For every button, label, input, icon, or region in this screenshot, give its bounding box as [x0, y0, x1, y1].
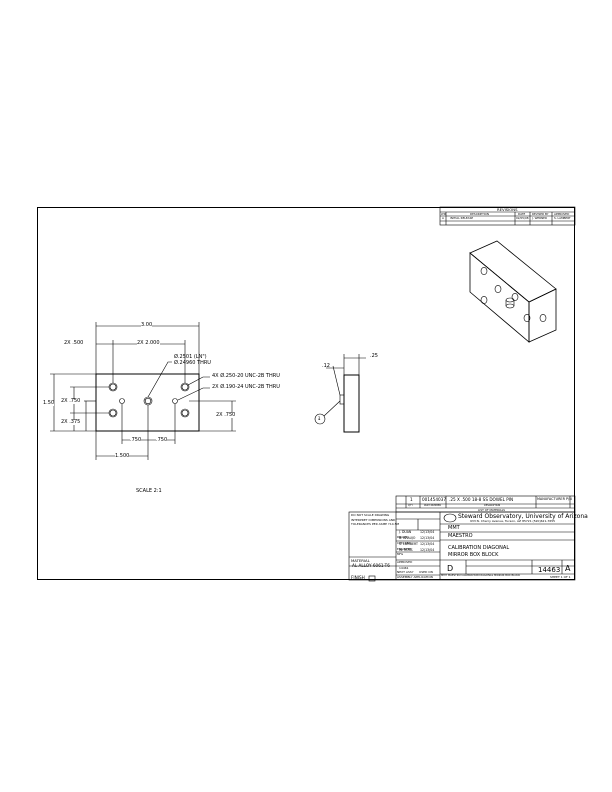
material-label: MATERIAL	[351, 558, 370, 563]
bom-qty: 1	[410, 497, 413, 502]
rev-row-revised: J. WERNER	[532, 216, 547, 220]
dim-overall-width: 3.00	[141, 322, 153, 328]
tap-callout-2: 2X Ø.190-24 UNC-2B THRU	[212, 384, 280, 390]
dim-height: 1.50	[43, 400, 55, 406]
used-on-label: USED ON	[419, 570, 433, 574]
org-name: Steward Observatory, University of Arizo…	[458, 513, 588, 520]
dim-750-b: .750	[156, 437, 168, 443]
notes-line-2: TOLERANCES PER ASME Y14.5M	[351, 522, 400, 526]
bom-description: .25 X .500 18-8 SS DOWEL PIN	[449, 497, 514, 502]
drawing-title-1: CALIBRATION DIAGONAL	[448, 545, 510, 551]
subproject-name: MAESTRO	[448, 533, 473, 539]
bom-col-desc: DESCRIPTION	[484, 504, 501, 507]
sheet-number: SHEET 1 OF 1	[550, 575, 571, 579]
project-name: MMT	[448, 525, 460, 531]
hole-callout-1: Ø.2501 (LN")	[174, 354, 207, 360]
mfg-label: MFG	[397, 552, 404, 556]
scale-label: SCALE 2:1	[136, 488, 162, 494]
next-assy-label: NEXT ASSY	[397, 570, 414, 574]
size-value: D	[447, 564, 454, 573]
drawn-date: 12/13/04	[420, 530, 435, 534]
drawing-number: 14463	[538, 566, 561, 574]
drawn-label: DRAWN	[397, 535, 408, 539]
assy-number: 14461	[399, 566, 409, 570]
dim-2x-375: 2X .375	[61, 419, 81, 425]
dim-1500: 1.500	[115, 453, 130, 459]
side-dim-left: .12	[322, 363, 330, 369]
eng-by: S. LAMBERT	[399, 542, 418, 546]
rev-header-date: DATE	[518, 212, 526, 216]
eng-label: ENGINEER	[397, 547, 412, 551]
bom-part-number: 001454037	[422, 497, 446, 502]
rev-row-date: 02/05/08	[516, 216, 529, 220]
dim-2x-500: 2X .500	[64, 340, 84, 346]
bom-material: MANUFACTURER P/N	[537, 497, 572, 501]
approved-label: APPROVED	[397, 560, 413, 564]
material-value: AL ALLOY 6061-T6	[352, 563, 390, 568]
rev-header-revised: REVISED BY	[532, 212, 549, 216]
drawing-sheet	[37, 207, 575, 580]
revision-letter: A	[565, 564, 571, 573]
balloon-number: 1	[318, 416, 321, 421]
dim-2x-750-left: 2X .750	[61, 398, 81, 404]
file-name: MMT MAESTRO CALIBRATION DIAGONAL MIRROR …	[441, 574, 521, 577]
notes-header: DO NOT SCALE DRAWING	[351, 513, 390, 517]
rev-header-ltr: LTR	[441, 212, 446, 216]
eng-date: 12/13/04	[420, 542, 435, 546]
rev-row-desc: INITIAL RELEASE	[450, 216, 474, 220]
hole-callout-2: Ø.24960 THRU	[174, 360, 211, 366]
rev-header-desc: DESCRIPTION	[470, 212, 489, 216]
mfg-date: 12/13/04	[420, 548, 435, 552]
dim-2x-2000: 2X 2.000	[137, 340, 160, 346]
application-label: ASSEMBLY APPLICATION	[397, 575, 433, 579]
bom-col-part: PART NUMBER	[424, 504, 442, 507]
rev-header-approved: APPROVED	[554, 212, 570, 216]
revisions-title: REVISIONS	[497, 207, 518, 212]
dim-750-a: .750	[130, 437, 142, 443]
mfg-by: W. ROSS	[399, 548, 413, 552]
finish-label: FINISH	[351, 575, 365, 580]
checked-by: B. ARAUJO	[399, 536, 416, 540]
drawing-title-2: MIRROR BOX BLOCK	[448, 552, 499, 558]
rev-row-ltr: A	[442, 216, 444, 220]
rev-row-approved: S. LAMBERT	[554, 216, 571, 220]
side-dim-top: .25	[370, 353, 378, 359]
org-address: 933 N. Cherry Avenue, Tucson, AZ 85721 (…	[470, 519, 556, 523]
checked-date: 12/13/04	[420, 536, 435, 540]
drawn-by: J. DUAN	[399, 530, 412, 534]
checked-label: CHECKED	[397, 541, 411, 545]
notes-line-1: INTERPRET DIMENSIONS AND	[351, 518, 396, 522]
dim-2x-750-right: 2X .750	[216, 412, 236, 418]
tap-callout-1: 4X Ø.250-20 UNC-2B THRU	[212, 373, 280, 379]
bom-col-qty: QTY	[408, 504, 413, 507]
bom-title: LIST OF MATERIALS	[478, 508, 506, 512]
